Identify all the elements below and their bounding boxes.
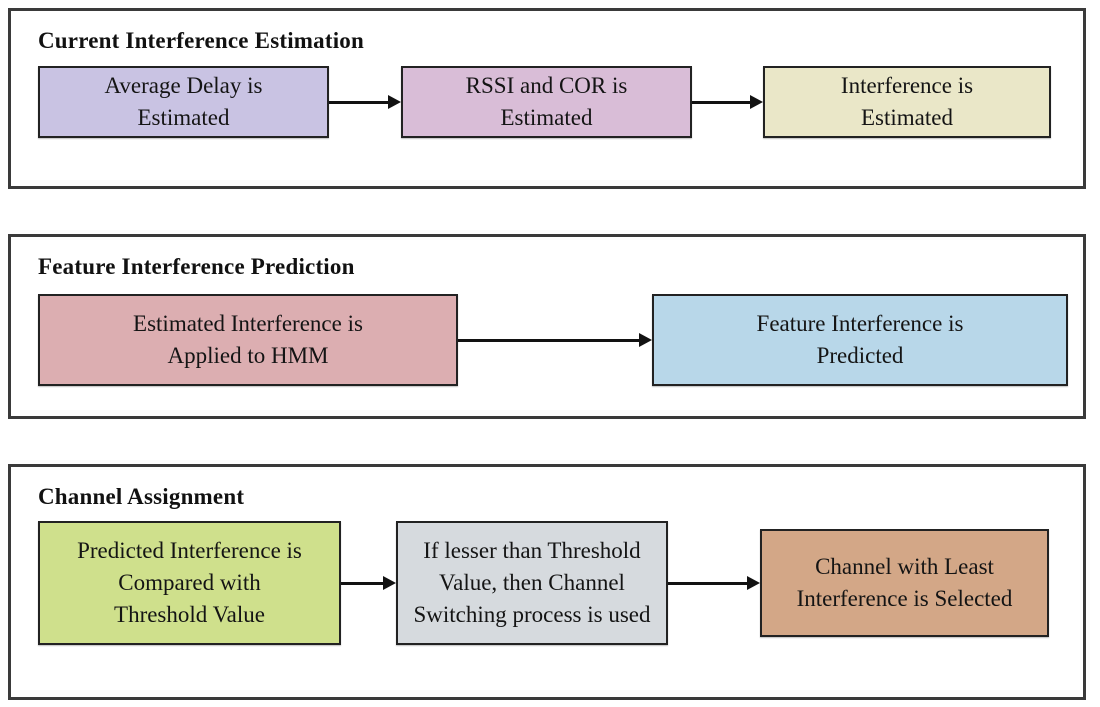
- arrowhead-icon: [750, 95, 763, 109]
- flow-box-label: Feature Interference is Predicted: [756, 311, 964, 368]
- flow-box-compared-with-threshold: Predicted Interference is Compared with …: [38, 521, 341, 645]
- flow-row: Average Delay is Estimated RSSI and COR …: [11, 66, 1083, 138]
- arrow-shaft: [458, 338, 639, 342]
- flow-box-interference-estimated: Interference is Estimated: [763, 66, 1051, 138]
- flow-box-applied-to-hmm: Estimated Interference is Applied to HMM: [38, 294, 458, 386]
- arrow-right-icon: [458, 333, 652, 347]
- flow-box-label: Channel with Least Interference is Selec…: [796, 554, 1013, 611]
- panel-channel-assignment: Channel Assignment Predicted Interferenc…: [8, 464, 1086, 700]
- arrow-shaft: [341, 581, 383, 585]
- arrow-shaft: [329, 100, 388, 104]
- flow-box-average-delay: Average Delay is Estimated: [38, 66, 329, 138]
- flow-box-feature-interference-predicted: Feature Interference is Predicted: [652, 294, 1068, 386]
- flow-box-channel-switching: If lesser than Threshold Value, then Cha…: [396, 521, 668, 645]
- arrow-right-icon: [329, 95, 401, 109]
- panel-title: Feature Interference Prediction: [38, 254, 355, 279]
- flow-box-rssi-cor: RSSI and COR is Estimated: [401, 66, 692, 138]
- flow-box-label: Estimated Interference is Applied to HMM: [133, 311, 363, 368]
- arrow-right-icon: [692, 95, 763, 109]
- panel-title: Channel Assignment: [38, 484, 245, 509]
- flow-row: Estimated Interference is Applied to HMM…: [11, 294, 1083, 386]
- arrowhead-icon: [747, 576, 760, 590]
- arrow-shaft: [668, 581, 747, 585]
- arrowhead-icon: [388, 95, 401, 109]
- arrow-shaft: [692, 100, 750, 104]
- flow-box-label: If lesser than Threshold Value, then Cha…: [413, 538, 651, 627]
- flow-box-label: RSSI and COR is Estimated: [465, 73, 628, 130]
- flow-box-least-interference-selected: Channel with Least Interference is Selec…: [760, 529, 1049, 637]
- panel-title: Current Interference Estimation: [38, 28, 364, 53]
- flow-box-label: Predicted Interference is Compared with …: [77, 538, 302, 627]
- arrowhead-icon: [639, 333, 652, 347]
- arrow-right-icon: [668, 576, 760, 590]
- arrow-right-icon: [341, 576, 396, 590]
- panel-current-interference-estimation: Current Interference Estimation Average …: [8, 8, 1086, 189]
- panel-feature-interference-prediction: Feature Interference Prediction Estimate…: [8, 234, 1086, 419]
- arrowhead-icon: [383, 576, 396, 590]
- flow-box-label: Interference is Estimated: [840, 73, 974, 130]
- flow-row: Predicted Interference is Compared with …: [11, 521, 1083, 645]
- flow-box-label: Average Delay is Estimated: [104, 73, 263, 130]
